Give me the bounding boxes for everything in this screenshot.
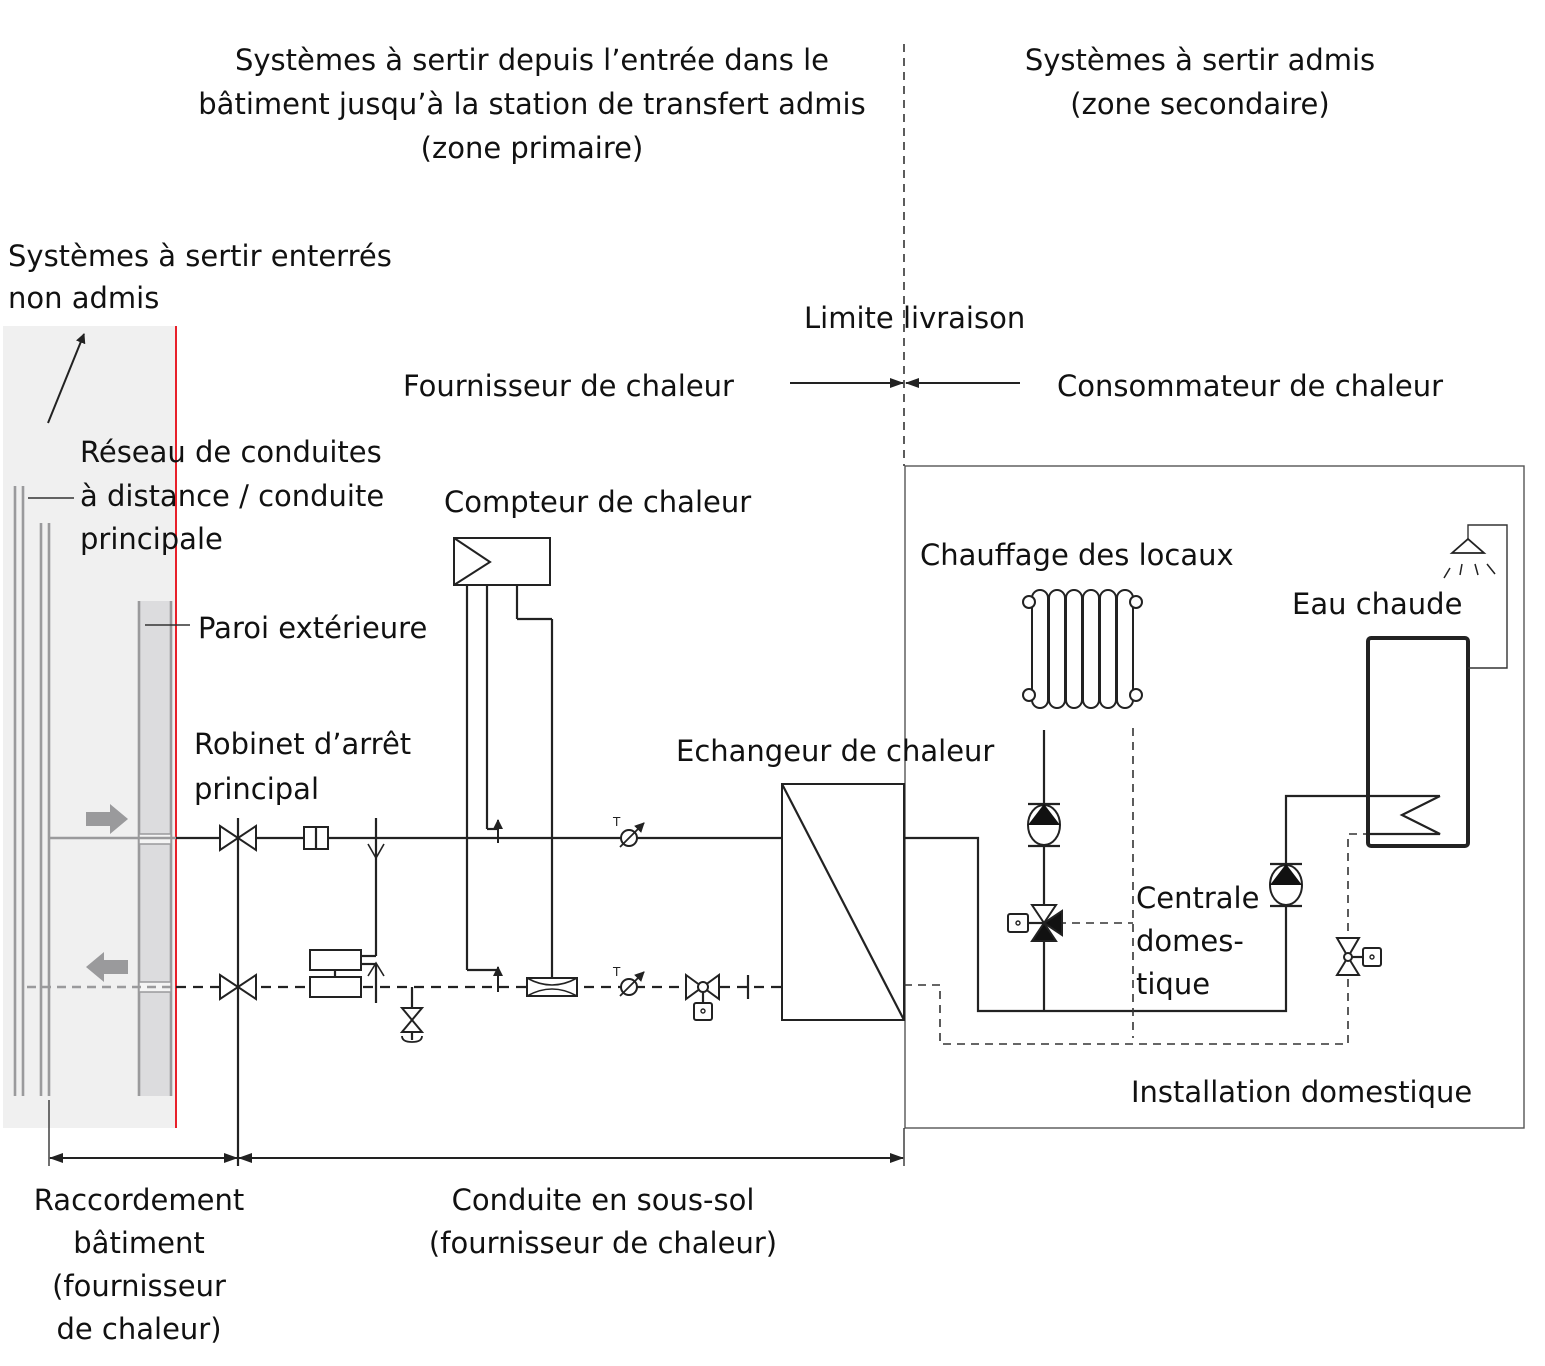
hot-water-pump-icon xyxy=(1269,862,1303,908)
drain-valve-icon xyxy=(399,987,425,1043)
temp-sensor-return-icon: T xyxy=(612,965,645,997)
heat-exchanger-label: Echangeur de chaleur xyxy=(676,734,994,768)
svg-text:Conduite en sous-sol: Conduite en sous-sol xyxy=(452,1183,755,1217)
control-valve-icon xyxy=(685,973,720,1021)
svg-text:non admis: non admis xyxy=(8,281,159,315)
consumer-label: Consommateur de chaleur xyxy=(1057,369,1443,403)
building-connection-label: Raccordement bâtiment (fournisseur de ch… xyxy=(34,1183,244,1346)
svg-text:Raccordement: Raccordement xyxy=(34,1183,244,1217)
home-central-label: Centrale domes- tique xyxy=(1136,881,1259,1001)
secondary-zone-label: Systèmes à sertir admis (zone secondaire… xyxy=(1025,43,1375,121)
svg-text:Réseau de conduites: Réseau de conduites xyxy=(80,435,382,469)
space-heating-label: Chauffage des locaux xyxy=(920,538,1234,572)
main-valve-label: Robinet d’arrêt principal xyxy=(194,727,411,806)
home-installation-label: Installation domestique xyxy=(1131,1075,1472,1109)
svg-text:principale: principale xyxy=(80,522,223,556)
primary-zone-label: Systèmes à sertir depuis l’entrée dans l… xyxy=(198,43,865,165)
circulation-valve-icon xyxy=(1335,937,1382,976)
shower-icon xyxy=(1443,537,1496,579)
svg-text:Robinet d’arrêt: Robinet d’arrêt xyxy=(194,727,411,761)
hot-water-tank-icon xyxy=(1366,524,1508,848)
svg-text:(zone secondaire): (zone secondaire) xyxy=(1070,87,1329,121)
svg-text:de chaleur): de chaleur) xyxy=(56,1312,221,1346)
svg-text:domes-: domes- xyxy=(1136,924,1244,958)
hot-water-label: Eau chaude xyxy=(1292,587,1462,621)
outer-wall-label: Paroi extérieure xyxy=(198,611,427,645)
heat-meter-label: Compteur de chaleur xyxy=(444,485,751,519)
secondary-circuit xyxy=(904,728,1441,1045)
mixing-valve-icon xyxy=(1007,904,1063,942)
outer-wall xyxy=(137,601,173,1096)
svg-text:bâtiment jusqu’à la station de: bâtiment jusqu’à la station de transfert… xyxy=(198,87,865,121)
svg-text:Systèmes à sertir depuis l’ent: Systèmes à sertir depuis l’entrée dans l… xyxy=(235,43,829,77)
svg-text:(fournisseur: (fournisseur xyxy=(52,1269,226,1303)
temp-sensor-label: T xyxy=(612,815,621,829)
svg-text:bâtiment: bâtiment xyxy=(73,1226,204,1260)
svg-text:Centrale: Centrale xyxy=(1136,881,1259,915)
pressure-regulator-icon xyxy=(309,818,385,1003)
svg-text:à distance / conduite: à distance / conduite xyxy=(80,479,384,513)
svg-text:Systèmes à sertir admis: Systèmes à sertir admis xyxy=(1025,43,1375,77)
heating-pump-icon xyxy=(1027,802,1061,848)
svg-text:(fournisseur de chaleur): (fournisseur de chaleur) xyxy=(429,1226,777,1260)
svg-text:(zone primaire): (zone primaire) xyxy=(421,131,644,165)
heat-meter-icon xyxy=(453,537,578,997)
buried-pointer-arrow xyxy=(47,333,86,424)
supplier-label: Fournisseur de chaleur xyxy=(403,369,734,403)
svg-text:principal: principal xyxy=(194,772,319,806)
flow-out-arrow-icon xyxy=(86,952,128,982)
buried-systems-label: Systèmes à sertir enterrés non admis xyxy=(8,239,392,315)
svg-text:Systèmes à sertir enterrés: Systèmes à sertir enterrés xyxy=(8,239,392,273)
heat-exchanger-icon xyxy=(781,783,905,1021)
svg-text:tique: tique xyxy=(1136,967,1210,1001)
basement-pipe-label: Conduite en sous-sol (fournisseur de cha… xyxy=(429,1183,777,1260)
delivery-limit-label: Limite livraison xyxy=(804,301,1025,335)
dimension-lines xyxy=(48,1100,905,1166)
flow-in-arrow-icon xyxy=(86,804,128,834)
radiator-icon xyxy=(1022,589,1143,709)
temp-sensor-supply-icon: T xyxy=(612,815,645,848)
district-network-pipes xyxy=(13,486,51,1096)
network-label: Réseau de conduites à distance / conduit… xyxy=(80,435,384,556)
temp-sensor-label: T xyxy=(612,965,621,979)
